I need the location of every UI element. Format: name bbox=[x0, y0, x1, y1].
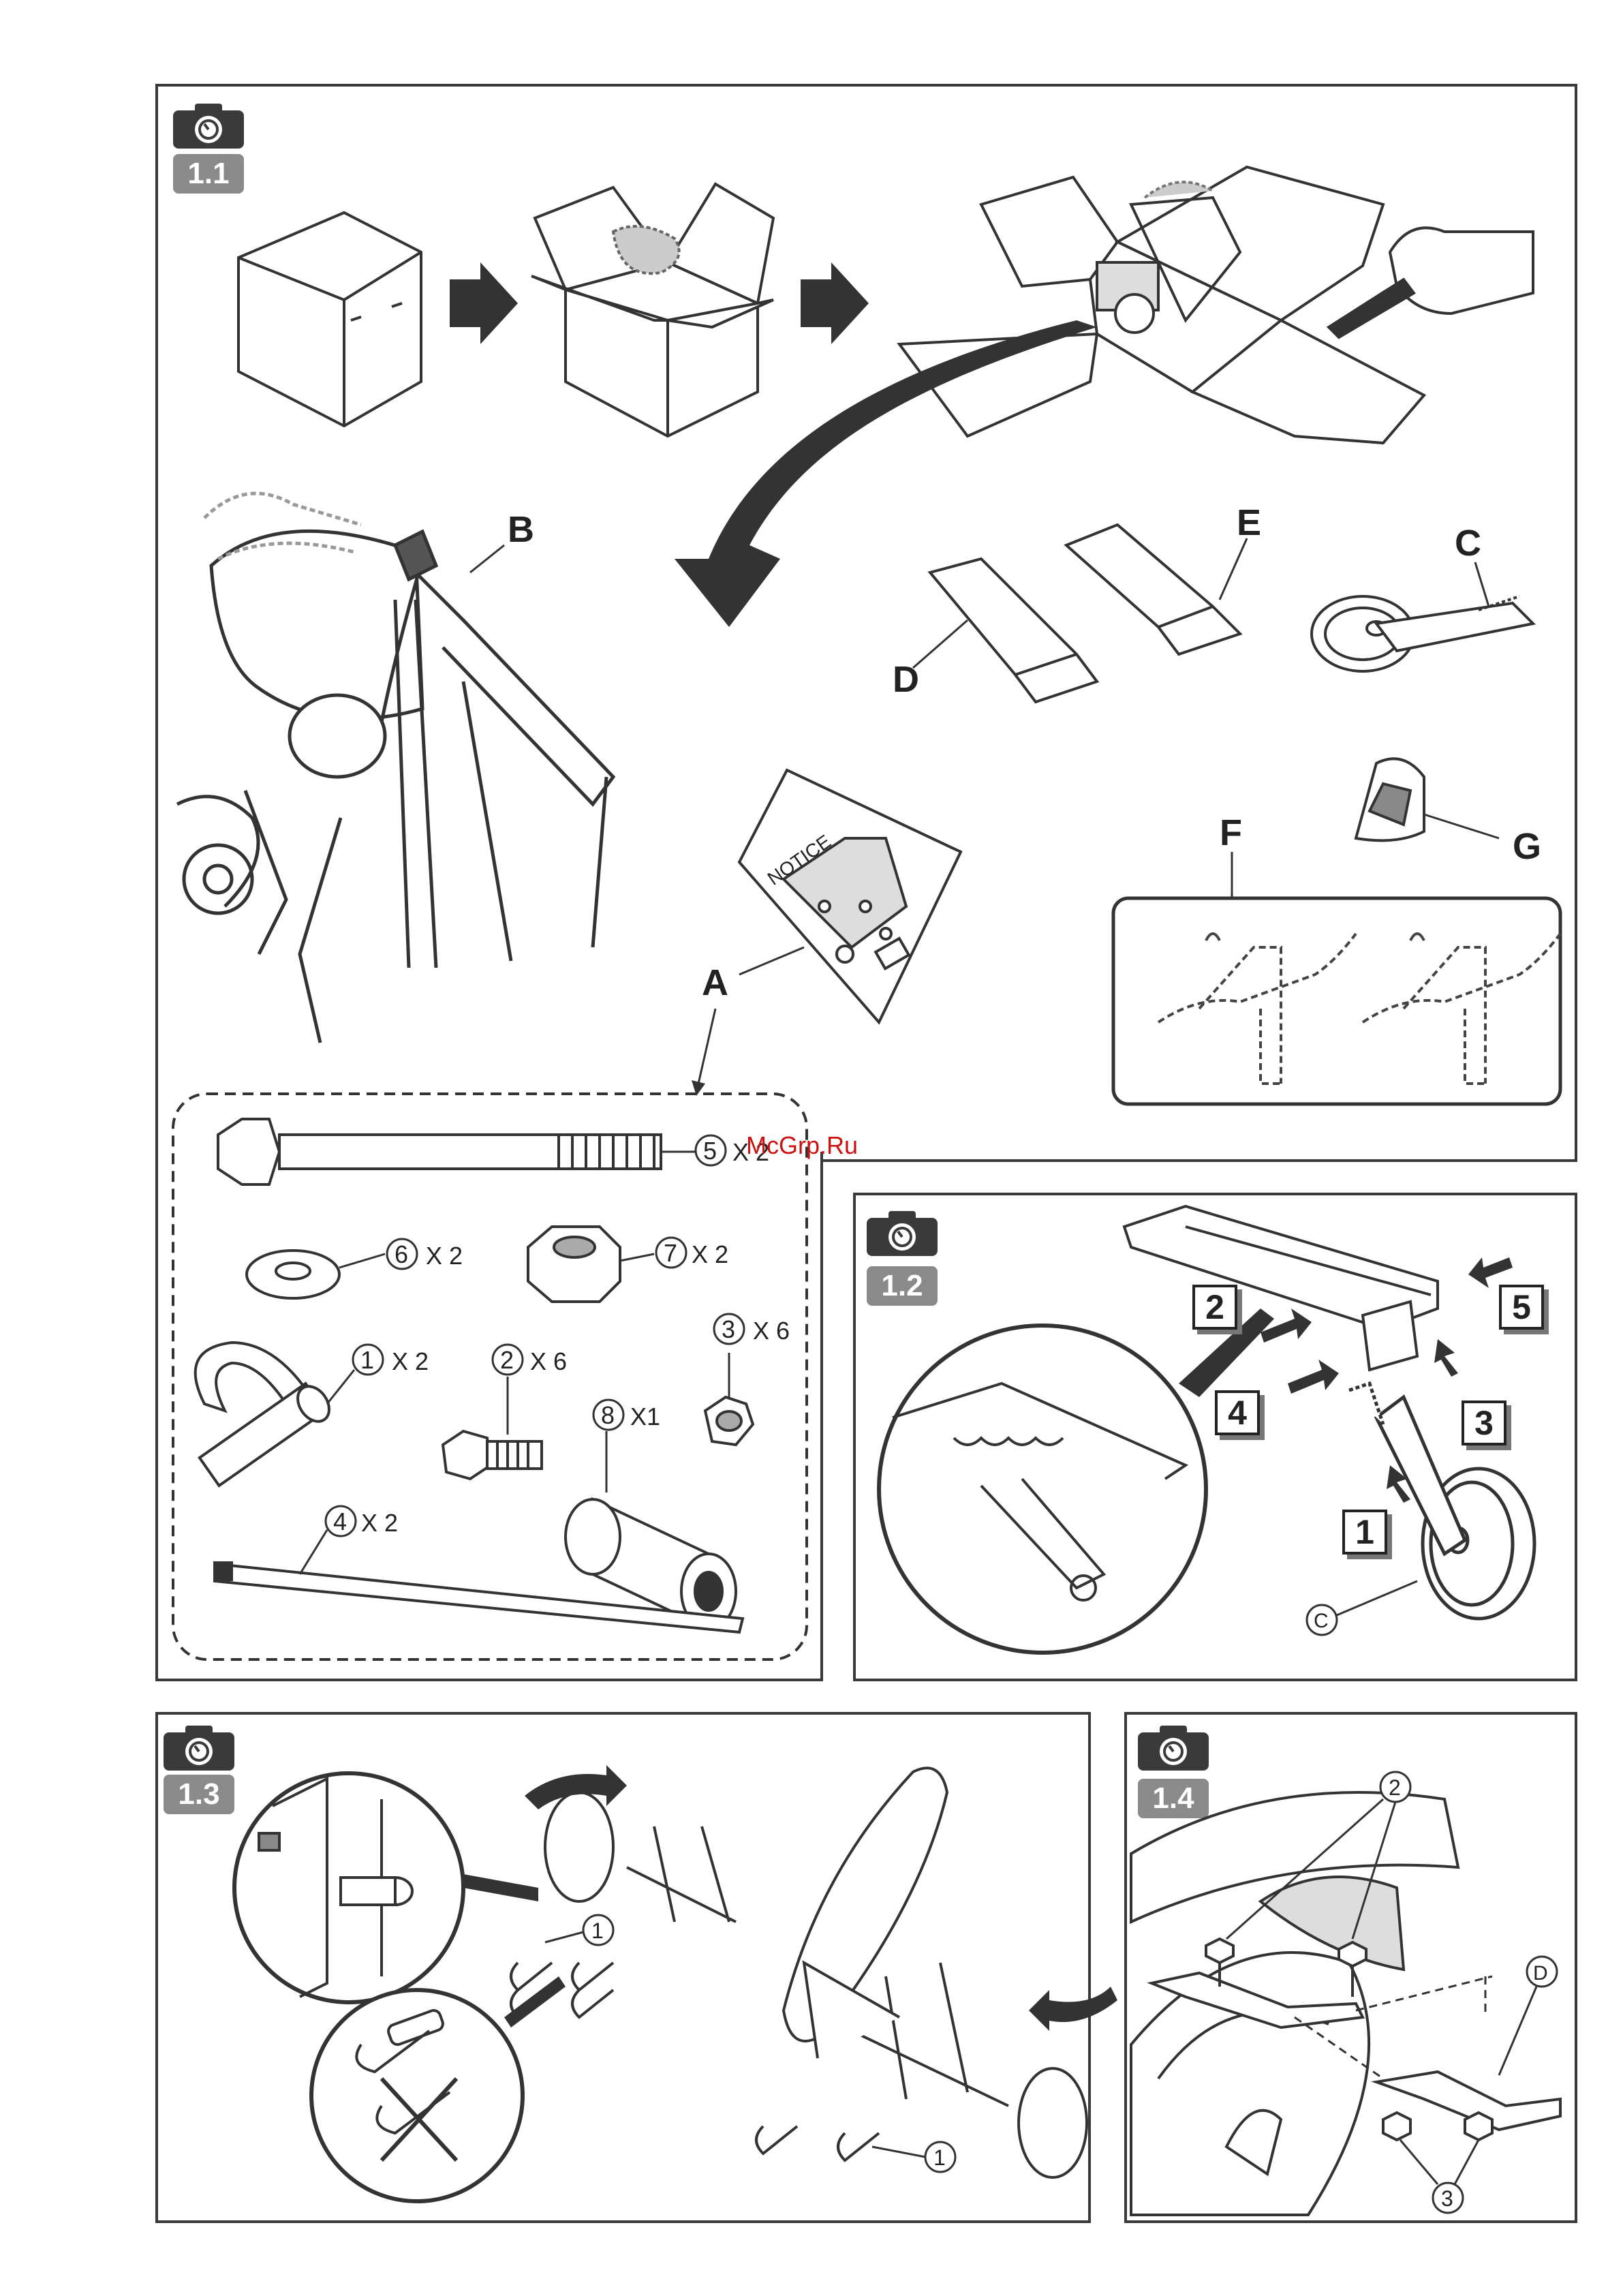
watermark: McGrp.Ru bbox=[746, 1131, 858, 1160]
callout-number: 3 bbox=[1441, 2186, 1453, 2211]
callout-number: 2 bbox=[1389, 1775, 1401, 1800]
callout-letter: D bbox=[1533, 1962, 1548, 1985]
